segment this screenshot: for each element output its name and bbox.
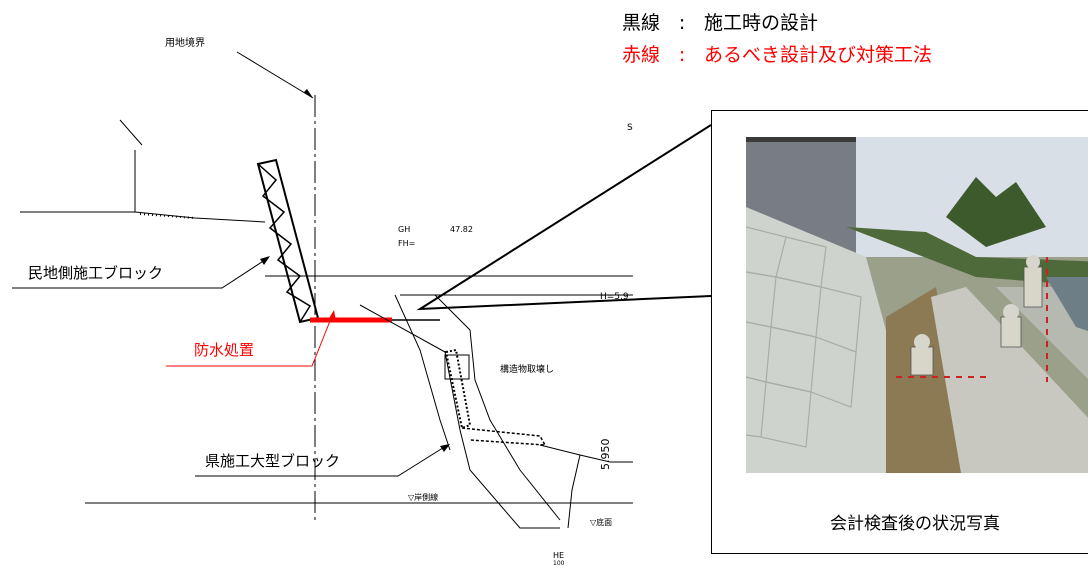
legend-black: 黒線: 施工時の設計 <box>622 8 818 35</box>
structure-removal-box <box>444 354 470 380</box>
bottom-mark: HE <box>553 551 564 560</box>
water-level-1: ▽岸側線 <box>408 492 438 502</box>
zoom-callout-lines <box>416 124 712 311</box>
pref-block-front <box>359 304 560 529</box>
boundary-arrowhead <box>304 89 313 98</box>
private-block-leader <box>12 257 269 289</box>
gh-label: GH <box>398 225 410 234</box>
pref-block-arrowhead <box>440 444 450 452</box>
site-photo <box>746 137 1088 473</box>
pref-block-back <box>394 294 451 451</box>
bottom-mark-num: 100 <box>553 560 565 566</box>
photo-frame: 会計検査後の状況写真 <box>711 110 1088 554</box>
pref-block-hatch <box>444 348 472 430</box>
boundary-label: 用地境界 <box>165 36 205 49</box>
ground-line-private <box>20 211 266 223</box>
channel-wall <box>567 454 581 529</box>
boundary-leader <box>236 51 314 99</box>
private-block-callout: 民地側施工ブロック <box>28 264 163 282</box>
pref-block-callout: 県施工大型ブロック <box>205 452 340 470</box>
structure-removal-label: 構造物取壊し <box>500 363 554 375</box>
photo-caption: 会計検査後の状況写真 <box>830 514 1000 534</box>
pref-block-footing <box>461 427 547 446</box>
channel-bank <box>539 444 633 463</box>
gh-value: 47.82 <box>450 225 473 234</box>
waterproof-callout: 防水処置 <box>194 341 254 359</box>
legend-black-text: 施工時の設計 <box>704 12 819 34</box>
pref-block-leader <box>195 445 447 477</box>
private-block-arrowhead <box>260 256 270 265</box>
waterproof-leader <box>166 315 333 367</box>
legend-black-sep: : <box>678 12 686 34</box>
legend-red-key: 赤線 <box>622 44 661 66</box>
legend-red-text: あるべき設計及び対策工法 <box>704 44 933 66</box>
h-label: H=5.9 <box>600 292 629 302</box>
water-level-2: ▽底面 <box>590 517 612 527</box>
legend-black-key: 黒線 <box>622 12 661 34</box>
legend-red: 赤線: あるべき設計及び対策工法 <box>622 40 932 67</box>
waterproof-arrowhead <box>328 310 336 321</box>
fh-label: FH= <box>398 239 415 248</box>
top-right-mark: S <box>627 123 633 133</box>
legend-red-sep: : <box>678 44 686 66</box>
private-block-truss <box>257 163 312 323</box>
site-photo-image <box>746 137 1088 473</box>
pref-block-face <box>434 294 561 521</box>
dimension-label: 5.950 <box>599 439 612 471</box>
fence-top <box>119 119 143 146</box>
